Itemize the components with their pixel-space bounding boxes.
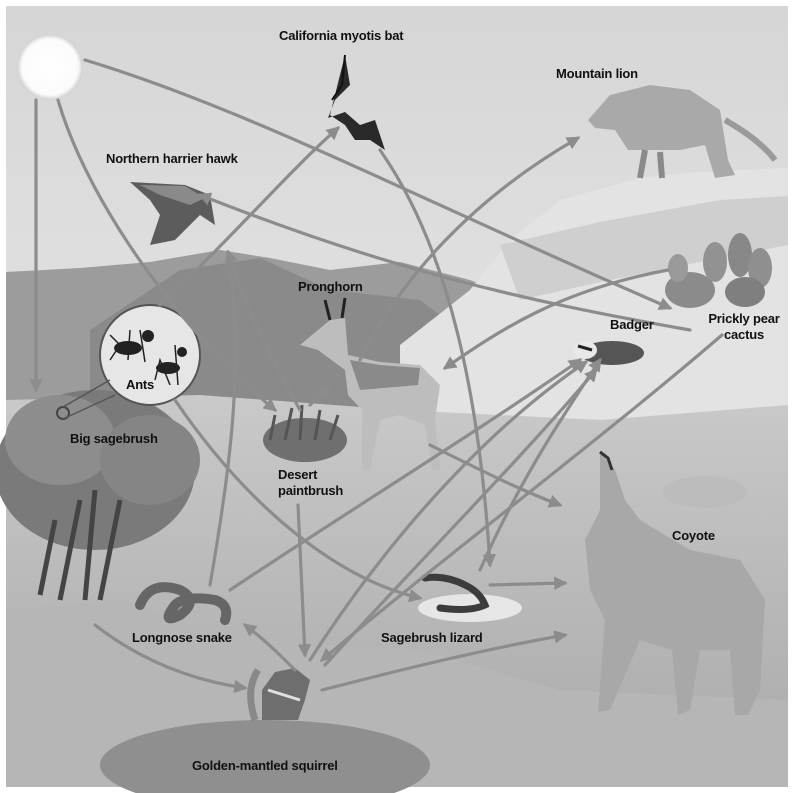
coyote-rock [663,476,747,508]
label-big-sagebrush: Big sagebrush [70,431,158,447]
label-cactus-line2: cactus [700,327,788,343]
label-cactus-line1: Prickly pear [700,311,788,327]
label-sagebrush-lizard: Sagebrush lizard [381,630,483,646]
label-pronghorn: Pronghorn [298,279,363,295]
label-mountain-lion: Mountain lion [556,66,638,82]
arrow-lizard-to-coyote [490,583,565,585]
label-coyote: Coyote [672,528,715,544]
label-golden-mantled-squirrel: Golden-mantled squirrel [192,758,338,774]
label-paintbrush-line2: paintbrush [278,483,358,499]
label-desert-paintbrush: Desert paintbrush [278,467,358,499]
label-paintbrush-line1: Desert [278,467,358,483]
label-badger: Badger [610,317,654,333]
label-bat: California myotis bat [279,28,403,44]
label-ants: Ants [126,377,154,393]
label-prickly-pear-cactus: Prickly pear cactus [700,311,788,343]
sun-icon [17,34,83,100]
label-longnose-snake: Longnose snake [132,630,232,646]
label-hawk: Northern harrier hawk [106,151,238,167]
